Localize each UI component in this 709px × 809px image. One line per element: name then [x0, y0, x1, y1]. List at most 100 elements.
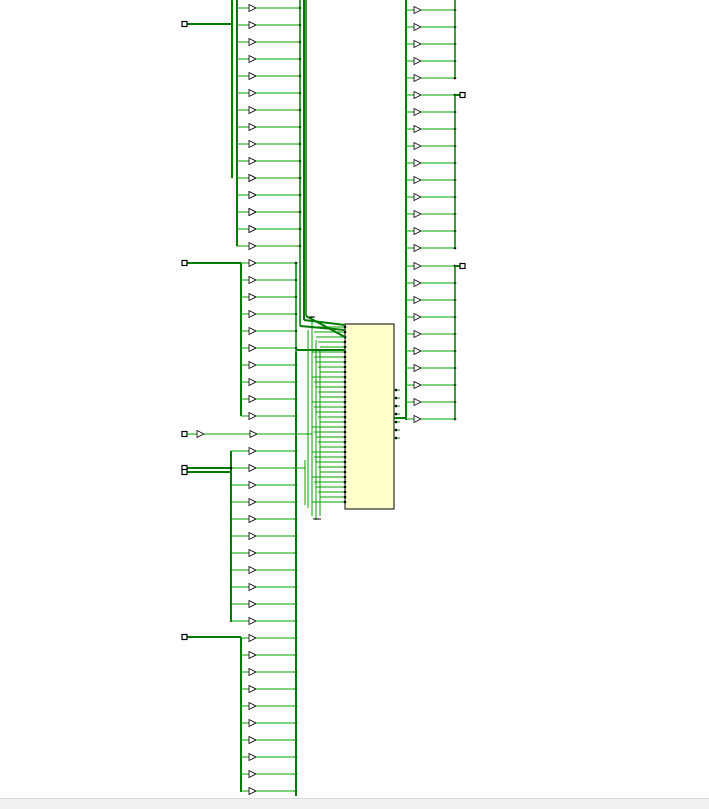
buffer-triangle-icon[interactable] — [413, 5, 422, 15]
buffer-triangle-icon[interactable] — [248, 582, 257, 592]
buffer-triangle-icon[interactable] — [248, 139, 257, 149]
input-port-icon[interactable] — [181, 468, 188, 476]
buffer-triangle-icon[interactable] — [248, 667, 257, 677]
output-port-icon[interactable] — [459, 91, 466, 99]
buffer-triangle-icon[interactable] — [248, 786, 257, 796]
buffer-triangle-icon[interactable] — [248, 633, 257, 643]
buffer-triangle-icon[interactable] — [248, 480, 257, 490]
collector-feed — [305, 315, 346, 338]
buffer-triangle-icon[interactable] — [248, 565, 257, 575]
buffer-triangle-icon[interactable] — [248, 701, 257, 711]
buffer-triangle-icon[interactable] — [248, 463, 257, 473]
junction-dot — [343, 445, 347, 449]
buffer-triangle-icon[interactable] — [248, 173, 257, 183]
junction-dot — [343, 330, 347, 334]
buffer-triangle-icon[interactable] — [248, 650, 257, 660]
buffer-triangle-icon[interactable] — [413, 397, 422, 407]
junction-dot — [343, 425, 347, 429]
input-port-icon[interactable] — [181, 20, 188, 28]
collector-feed — [303, 319, 346, 326]
input-port-icon[interactable] — [181, 633, 188, 641]
buffer-triangle-icon[interactable] — [248, 258, 257, 268]
buffer-triangle-icon[interactable] — [413, 90, 422, 100]
buffer-triangle-icon[interactable] — [248, 411, 257, 421]
buffer-triangle-icon[interactable] — [248, 514, 257, 524]
buffer-triangle-icon[interactable] — [248, 752, 257, 762]
buffer-triangle-icon[interactable] — [248, 684, 257, 694]
junction-dot — [343, 385, 347, 389]
buffer-triangle-icon[interactable] — [413, 278, 422, 288]
buffer-triangle-icon[interactable] — [248, 224, 257, 234]
buffer-triangle-icon[interactable] — [248, 3, 257, 13]
buffer-triangle-icon[interactable] — [413, 243, 422, 253]
buffer-triangle-icon[interactable] — [248, 275, 257, 285]
buffer-triangle-icon[interactable] — [248, 326, 257, 336]
buffer-triangle-icon[interactable] — [248, 548, 257, 558]
junction-dot — [343, 405, 347, 409]
junction-dot — [343, 485, 347, 489]
buffer-triangle-icon[interactable] — [248, 241, 257, 251]
buffer-triangle-icon[interactable] — [413, 261, 422, 271]
junction-dot — [343, 395, 347, 399]
junction-dot — [343, 410, 347, 414]
buffer-triangle-icon[interactable] — [196, 429, 205, 439]
buffer-triangle-icon[interactable] — [248, 735, 257, 745]
buffer-triangle-icon[interactable] — [248, 71, 257, 81]
junction-dot — [343, 475, 347, 479]
buffer-triangle-icon[interactable] — [248, 156, 257, 166]
buffer-triangle-icon[interactable] — [248, 37, 257, 47]
buffer-triangle-icon[interactable] — [413, 141, 422, 151]
buffer-triangle-icon[interactable] — [413, 312, 422, 322]
buffer-triangle-icon[interactable] — [413, 226, 422, 236]
buffer-triangle-icon[interactable] — [248, 292, 257, 302]
module-block-icon[interactable] — [344, 323, 395, 510]
buffer-triangle-icon[interactable] — [413, 124, 422, 134]
buffer-triangle-icon[interactable] — [413, 158, 422, 168]
buffer-triangle-icon[interactable] — [413, 192, 422, 202]
buffer-triangle-icon[interactable] — [248, 309, 257, 319]
buffer-triangle-icon[interactable] — [413, 107, 422, 117]
buffer-triangle-icon[interactable] — [413, 380, 422, 390]
buffer-triangle-icon[interactable] — [248, 122, 257, 132]
buffer-triangle-icon[interactable] — [413, 39, 422, 49]
junction-dot — [343, 465, 347, 469]
buffer-triangle-icon[interactable] — [413, 56, 422, 66]
junction-dot — [343, 370, 347, 374]
buffer-triangle-icon[interactable] — [413, 175, 422, 185]
buffer-triangle-icon[interactable] — [248, 377, 257, 387]
buffer-triangle-icon[interactable] — [413, 73, 422, 83]
buffer-triangle-icon[interactable] — [249, 429, 258, 439]
buffer-triangle-icon[interactable] — [248, 88, 257, 98]
junction-dot — [343, 420, 347, 424]
buffer-triangle-icon[interactable] — [413, 346, 422, 356]
buffer-triangle-icon[interactable] — [248, 497, 257, 507]
buffer-triangle-icon[interactable] — [248, 769, 257, 779]
buffer-triangle-icon[interactable] — [413, 295, 422, 305]
buffer-triangle-icon[interactable] — [413, 363, 422, 373]
junction-dot — [343, 380, 347, 384]
buffer-triangle-icon[interactable] — [248, 394, 257, 404]
buffer-triangle-icon[interactable] — [248, 343, 257, 353]
buffer-triangle-icon[interactable] — [413, 329, 422, 339]
buffer-triangle-icon[interactable] — [248, 531, 257, 541]
junction-dot — [343, 440, 347, 444]
buffer-triangle-icon[interactable] — [413, 22, 422, 32]
buffer-triangle-icon[interactable] — [248, 207, 257, 217]
buffer-triangle-icon[interactable] — [248, 105, 257, 115]
buffer-triangle-icon[interactable] — [248, 599, 257, 609]
buffer-triangle-icon[interactable] — [248, 20, 257, 30]
buffer-triangle-icon[interactable] — [248, 718, 257, 728]
buffer-triangle-icon[interactable] — [248, 360, 257, 370]
buffer-triangle-icon[interactable] — [248, 190, 257, 200]
buffer-triangle-icon[interactable] — [413, 209, 422, 219]
buffer-triangle-icon[interactable] — [413, 414, 422, 424]
junction-dot — [394, 412, 398, 416]
buffer-triangle-icon[interactable] — [248, 54, 257, 64]
buffer-triangle-icon[interactable] — [248, 616, 257, 626]
junction-dot — [229, 466, 233, 470]
junction-dot — [343, 415, 347, 419]
output-port-icon[interactable] — [459, 262, 466, 270]
input-port-icon[interactable] — [181, 259, 188, 267]
buffer-triangle-icon[interactable] — [248, 446, 257, 456]
